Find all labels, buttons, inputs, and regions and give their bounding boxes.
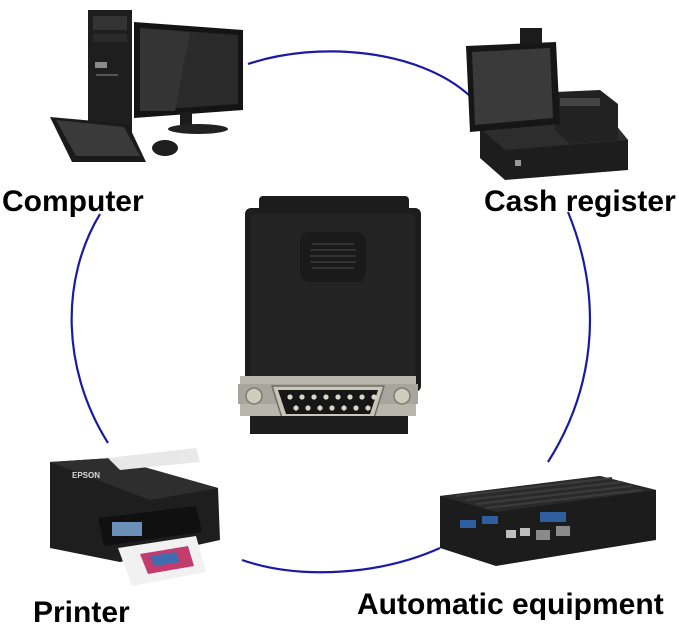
printer-image: EPSON — [50, 448, 220, 586]
computer-image — [50, 10, 243, 162]
cash-register-image — [466, 28, 628, 180]
printer-brand-text: EPSON — [72, 471, 100, 480]
grip-lines — [310, 243, 356, 269]
label-computer: Computer — [2, 185, 144, 218]
heatsink-fins — [455, 477, 643, 509]
industrial-pc-image — [440, 476, 656, 566]
adapter-image — [238, 196, 421, 434]
label-cash-register: Cash register — [484, 185, 676, 218]
label-automatic-equipment: Automatic equipment — [357, 588, 664, 621]
connection-ring — [70, 50, 591, 574]
connector-pins — [287, 394, 377, 411]
label-printer: Printer — [33, 596, 130, 629]
